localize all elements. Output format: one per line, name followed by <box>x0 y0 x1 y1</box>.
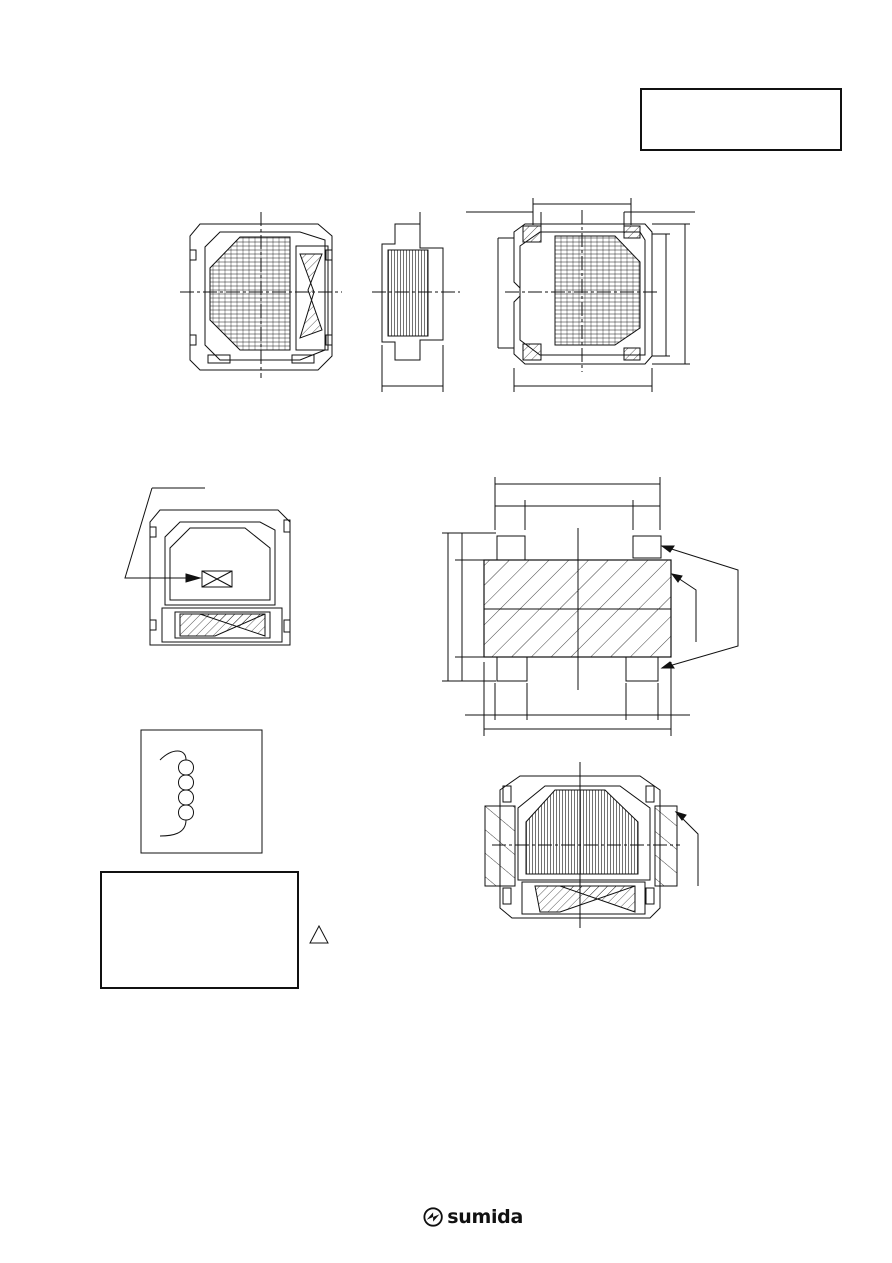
top-view <box>180 212 342 378</box>
schematic <box>140 729 263 854</box>
sumida-logo-icon <box>423 1207 443 1227</box>
land-pattern <box>442 477 739 736</box>
side-view <box>372 212 460 392</box>
spec-box <box>100 871 299 989</box>
mounted-view <box>484 762 699 928</box>
title-box <box>640 88 842 151</box>
bottom-view <box>466 198 695 392</box>
brand-logo: sumida <box>423 1202 523 1232</box>
brand-name: sumida <box>447 1206 523 1228</box>
revision-triangle-icon <box>309 924 329 944</box>
marking-view <box>124 487 291 646</box>
